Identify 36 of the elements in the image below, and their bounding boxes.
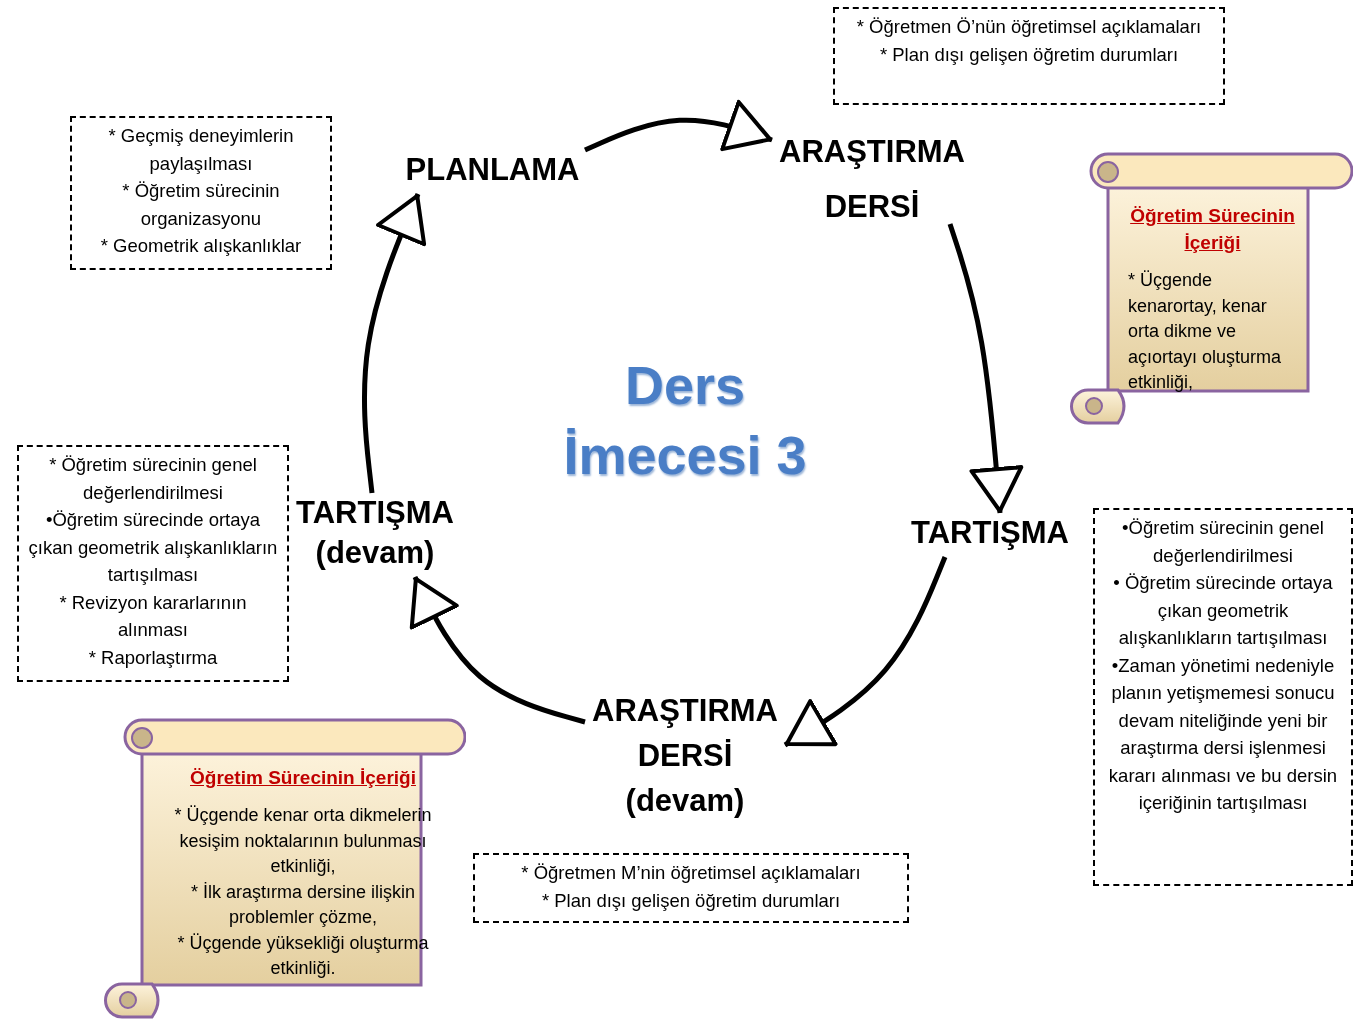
bullet-text: •Öğretim sürecinin genel değerlendirilmesi <box>1121 516 1325 568</box>
bullet-text: •Öğretim sürecinde ortaya çıkan geometrik alışkanlıkların tartışılması <box>27 508 279 587</box>
stage-label: TARTIŞMA (devam) <box>295 494 455 572</box>
bullet-text: •Zaman yönetimi nedeniyle planın yetişmemesi sonucu devam niteliğinde yeni bir araştırma dersi işlenmesi kararı alınması ve bu dersin içeriğinin tartışılması <box>1107 653 1339 815</box>
stage-label: TARTIŞMA <box>910 514 1070 552</box>
bullet-text: • Öğretim sürecinde ortaya çıkan geometrik alışkanlıkların tartışılması <box>1112 571 1334 650</box>
bullet-text: * Geçmiş deneyimlerin paylaşılması <box>107 124 295 176</box>
card-heading: Öğretim Sürecinin İçeriği <box>1129 204 1296 255</box>
note-box <box>473 853 909 923</box>
bullet-text: * İlk araştırma dersine ilişkin problemler çözme, <box>189 880 417 929</box>
bullet-text: * Plan dışı gelişen öğretim durumları <box>878 42 1180 67</box>
note-box <box>70 116 332 270</box>
bullet-text: * Üçgende kenar orta dikmelerin kesişim noktalarının bulunması etkinliği, <box>173 804 433 878</box>
bullet-text: * Raporlaştırma <box>87 645 219 670</box>
block-arrow <box>783 556 948 748</box>
bullet-text: * Plan dışı gelişen öğretim durumları <box>540 888 842 913</box>
stage-label: ARAŞTIRMA DERSİ (devam) <box>591 692 779 820</box>
bullet-text: * Üçgende kenarortay, kenar orta dikme ve açıortayı oluşturma etkinliği, <box>1128 269 1283 394</box>
bullet-text: * Öğretim sürecinin organizasyonu <box>121 179 281 231</box>
stage-label: PLANLAMA <box>404 151 581 189</box>
bullet-text: * Öğretim sürecinin genel değerlendirilmesi <box>48 453 258 505</box>
bullet-text: * Geometrik alışkanlıklar <box>99 234 303 258</box>
block-arrow <box>584 99 773 153</box>
note-box <box>17 445 289 682</box>
note-box <box>833 7 1225 105</box>
stage-label: ARAŞTIRMA DERSİ <box>778 133 966 226</box>
bullet-text: * Öğretmen Ö’nün öğretimsel açıklamaları <box>855 15 1203 39</box>
bullet-text: * Öğretmen M’nin öğretimsel açıklamaları <box>520 861 862 885</box>
card-heading: Öğretim Sürecinin İçeriği <box>189 766 417 790</box>
bullet-text: * Üçgende yüksekliği oluşturma etkinliği. <box>176 931 430 980</box>
diagram-title: Ders İmecesi 3 <box>562 354 808 487</box>
block-arrow <box>362 193 427 494</box>
block-arrow <box>947 223 1024 514</box>
note-box <box>1093 508 1353 886</box>
bullet-text: * Revizyon kararlarının alınması <box>58 590 248 642</box>
block-arrow <box>409 575 586 725</box>
